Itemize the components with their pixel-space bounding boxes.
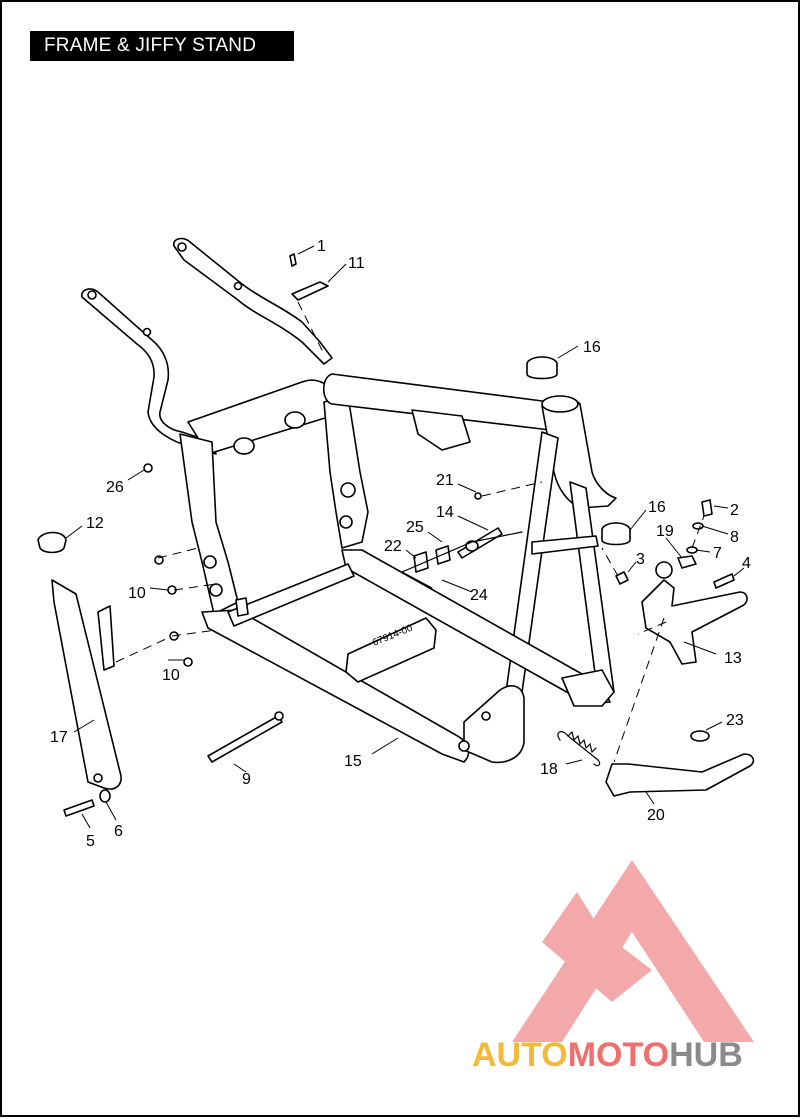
callout-16-lower: 16 (648, 499, 666, 516)
foot-pad (690, 730, 710, 742)
watermark-hub: HUB (669, 1036, 743, 1074)
plug (37, 531, 67, 554)
watermark-wordmark: AUTOMOTOHUB (472, 1036, 743, 1074)
watermark-moto: MOTO (568, 1036, 669, 1074)
rear-rail-left (80, 288, 217, 455)
jiffy-stand-leg (605, 753, 755, 797)
rail-bolt-hole (142, 327, 152, 337)
callout-20: 20 (647, 807, 665, 824)
spring-coils (567, 730, 597, 754)
bolt (701, 499, 713, 517)
upright-hole (203, 555, 217, 569)
rear-upright-right (323, 395, 369, 549)
rail-bolt-hole (87, 290, 97, 300)
rear-rail-right (173, 237, 333, 365)
watermark-triangle (512, 860, 754, 1042)
callout-18: 18 (540, 761, 558, 778)
callout-21: 21 (436, 472, 454, 489)
plug-small (143, 463, 153, 473)
cable-strap (207, 715, 283, 763)
rear-upright-left (179, 433, 239, 615)
callout-13: 13 (724, 650, 742, 667)
adjuster-stud (457, 527, 503, 559)
callout-labels: 1 11 16 16 2 8 19 7 4 3 21 14 25 22 24 2… (50, 238, 751, 850)
front-lower-cross (463, 685, 525, 764)
plug-small (154, 555, 164, 565)
upright-hole (209, 583, 223, 597)
front-lower-right-bracket (561, 669, 615, 707)
jiffy-stand-bracket (641, 579, 748, 665)
callout-19: 19 (656, 523, 674, 540)
pivot-stub (235, 597, 249, 617)
side-bracket (51, 579, 122, 790)
washer (692, 522, 704, 530)
frame-assembly: 67914-00 (80, 237, 617, 764)
cable-strap-head (274, 711, 284, 721)
alignment-lines (115, 301, 705, 763)
bolt (713, 573, 735, 589)
callout-11: 11 (348, 255, 365, 272)
callout-14: 14 (436, 504, 454, 521)
retainer (677, 555, 697, 569)
bracket-tab (97, 605, 115, 671)
callout-9: 9 (242, 771, 251, 788)
page-title: FRAME & JIFFY STAND (30, 31, 294, 61)
callout-17: 17 (50, 729, 68, 746)
callout-10-lower: 10 (162, 667, 180, 684)
watermark-auto: AUTO (472, 1036, 568, 1074)
callout-2: 2 (730, 502, 739, 519)
callout-7: 7 (713, 545, 722, 562)
callout-15: 15 (344, 753, 362, 770)
clip (291, 281, 329, 301)
rear-cross-lower (227, 563, 355, 627)
callout-10-upper: 10 (128, 585, 146, 602)
backbone-gusset (411, 409, 471, 451)
mid-cross-plate (345, 617, 437, 683)
callout-5: 5 (86, 833, 95, 850)
bearing-cup-upper-body (526, 363, 558, 380)
leader-lines (65, 245, 745, 829)
bearing-cup-lower-body (601, 529, 631, 546)
upright-hole (339, 515, 353, 529)
bracket-hole (93, 773, 103, 783)
steering-head-top (541, 395, 579, 413)
callout-22: 22 (384, 538, 402, 555)
cross-hole (481, 711, 491, 721)
callout-1: 1 (317, 238, 326, 255)
nut (474, 492, 482, 500)
upright-hole (340, 482, 356, 498)
callout-3: 3 (636, 551, 645, 568)
kit-outline (401, 531, 523, 589)
callout-12: 12 (86, 515, 104, 532)
spring (557, 731, 601, 767)
callout-24: 24 (470, 587, 488, 604)
watermark-logo (512, 860, 754, 1042)
washer (99, 789, 111, 803)
screw (63, 799, 95, 817)
small-screw (289, 253, 297, 267)
front-crosstube (531, 535, 599, 555)
callout-4: 4 (742, 555, 751, 572)
callout-6: 6 (114, 823, 123, 840)
callout-8: 8 (730, 529, 739, 546)
callout-25: 25 (406, 519, 424, 536)
crossmember-tube-end (233, 437, 255, 455)
watermark-triangle-inner (542, 892, 652, 1002)
callout-16-upper: 16 (583, 339, 601, 356)
cross-hole (458, 740, 470, 752)
callout-26: 26 (106, 479, 124, 496)
rail-bolt-hole (177, 242, 187, 252)
set-screw (615, 571, 629, 585)
rail-bolt-hole (233, 281, 243, 291)
downtube-right (569, 481, 615, 697)
bracket-boss (655, 561, 673, 579)
crossmember-tube-end (284, 411, 306, 429)
plug-small (183, 657, 193, 667)
callout-23: 23 (726, 712, 744, 729)
